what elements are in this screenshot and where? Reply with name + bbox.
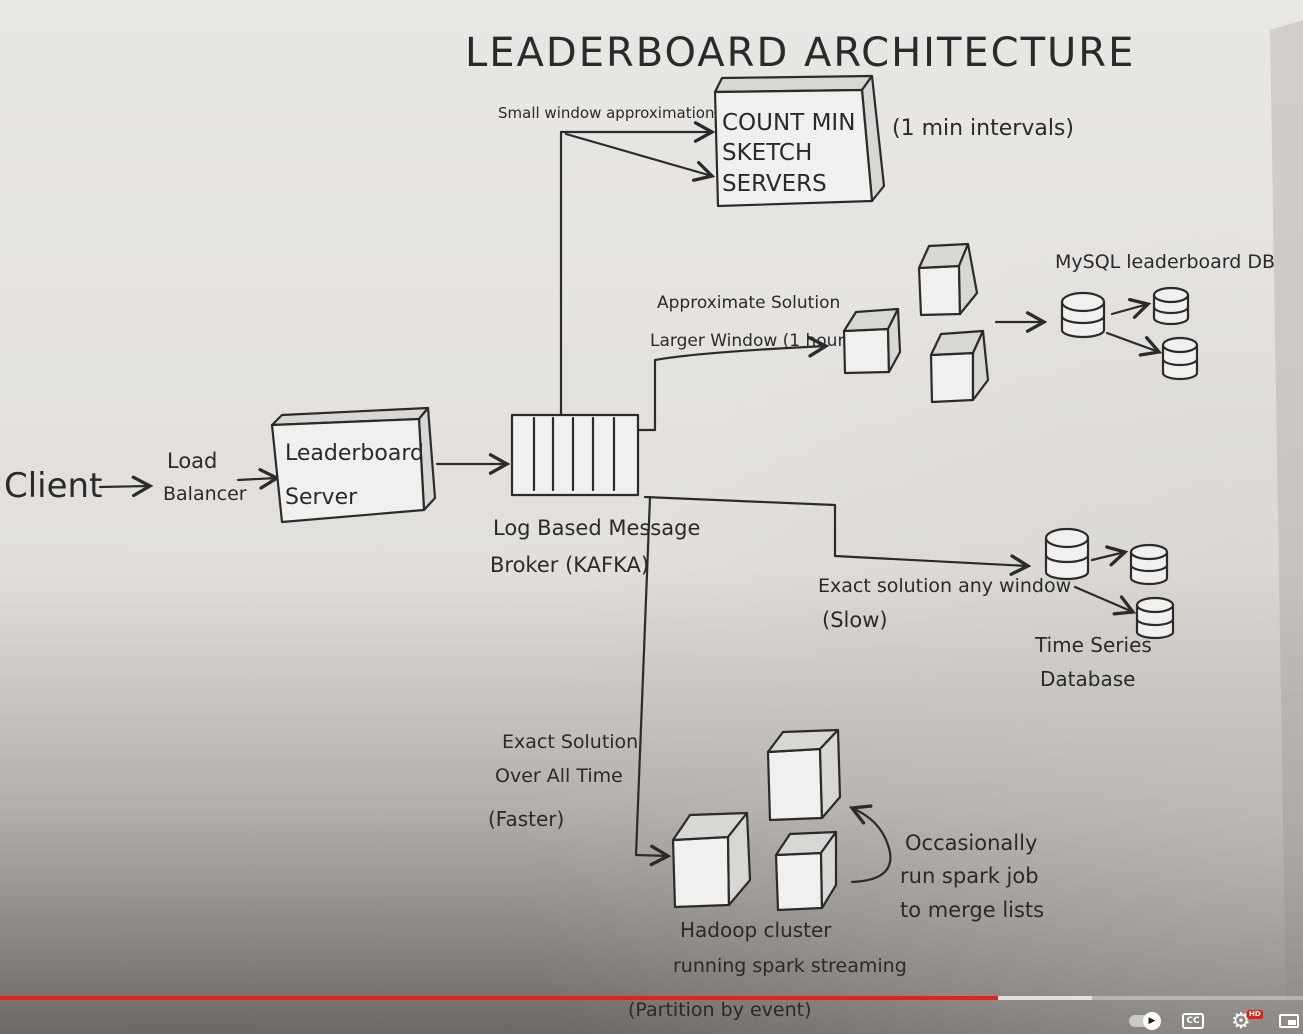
hadoop-node-2 [766,728,842,822]
hadoop-label-line2: running spark streaming [673,955,907,977]
broker-label-line2: Broker (KAFKA) [490,553,649,577]
timeseries-db-primary-icon [1044,527,1090,581]
kafka-broker-icon [510,413,640,497]
approx-label-line1: Approximate Solution [657,293,840,313]
timeseries-label-line2: Database [1040,667,1135,691]
partition-label: (Partition by event) [628,999,812,1021]
approx-cluster-node-3 [929,329,990,404]
mysql-db-primary-icon [1060,291,1106,339]
leaderboard-server-label-line2: Server [285,485,358,510]
mysql-db-label: MySQL leaderboard DB [1055,251,1275,273]
miniplayer-button[interactable] [1276,1010,1302,1032]
player-controls: ▶ CC ⚙ [0,1004,1303,1034]
hd-badge: HD [1247,1010,1263,1019]
load-balancer-label-line2: Balancer [163,483,247,505]
count-min-label-line1: COUNT MIN [722,110,855,136]
play-icon: ▶ [1148,1015,1156,1026]
hadoop-node-3 [774,830,838,912]
cc-icon: CC [1182,1013,1204,1029]
approx-cluster-node-2 [917,242,979,317]
hadoop-label-line1: Hadoop cluster [680,918,832,942]
exact-any-label-line1: Exact solution any window [818,575,1071,597]
autoplay-toggle[interactable]: ▶ [1126,1010,1162,1032]
leaderboard-server-box: Leaderboard Server [270,406,437,524]
progress-played [0,996,999,1000]
approx-label-line2: Larger Window (1 hour) [650,331,851,351]
miniplayer-icon [1279,1014,1299,1028]
video-progress-bar[interactable] [0,996,1303,1000]
settings-button[interactable]: ⚙ [1226,1008,1256,1034]
exact-any-label-line2: (Slow) [822,608,888,632]
timeseries-db-replica-2-icon [1135,596,1175,640]
mysql-db-replica-2-icon [1161,336,1199,381]
one-min-intervals-note: (1 min intervals) [892,116,1074,141]
spark-job-label-line2: run spark job [900,864,1039,888]
leaderboard-server-label-line1: Leaderboard [285,441,424,466]
spark-job-label-line3: to merge lists [900,898,1044,922]
timeseries-label-line1: Time Series [1034,633,1152,657]
load-balancer-label-line1: Load [167,449,217,473]
small-window-label: Small window approximation [498,104,714,122]
gear-icon: ⚙ [1231,1008,1251,1034]
exact-all-label-line2: Over All Time [495,765,623,787]
diagram-title: LEADERBOARD ARCHITECTURE [465,30,1135,76]
broker-label-line1: Log Based Message [493,516,700,540]
mysql-db-replica-1-icon [1152,286,1190,326]
client-label: Client [4,466,102,506]
spark-job-label-line1: Occasionally [905,831,1037,855]
exact-all-label-line1: Exact Solution [502,731,638,753]
exact-all-label-line3: (Faster) [488,807,564,831]
timeseries-db-replica-1-icon [1129,543,1169,586]
count-min-label-line3: SERVERS [722,171,827,197]
subtitles-button[interactable]: CC [1180,1010,1206,1032]
count-min-sketch-box: COUNT MIN SKETCH SERVERS [713,74,886,208]
approx-cluster-node-1 [842,307,902,375]
hadoop-node-1 [671,811,752,909]
count-min-label-line2: SKETCH [722,140,812,166]
